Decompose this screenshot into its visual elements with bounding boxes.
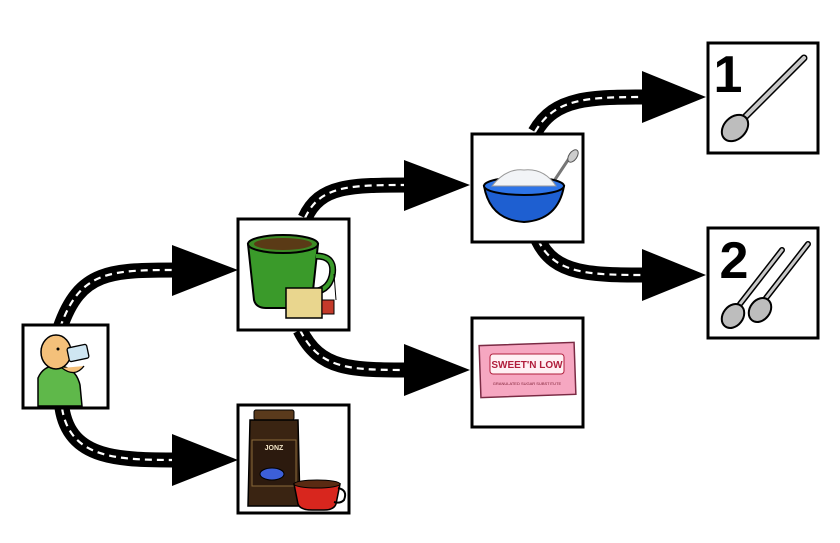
arrowhead [404,344,470,396]
arrowhead [642,71,706,123]
tea-cup-icon [246,234,337,319]
sugar-bowl-icon [482,149,579,224]
two-spoons-icon: 2 [720,232,811,329]
connector-sugar-to-two-spoons [531,236,706,301]
arrowhead [642,249,706,301]
arrowhead [404,160,470,211]
connector-drink-to-coffee [54,406,238,486]
coffee-brand-label: JONZ [265,445,284,452]
node-sugar [470,132,585,244]
connector-drink-to-tea [52,245,238,331]
one-spoon-number: 1 [714,46,743,104]
one-spoon-icon: 1 [714,46,808,143]
node-drink [21,323,110,410]
person-drinking-icon [37,334,90,407]
two-spoons-number: 2 [720,232,749,290]
connector-tea-to-sugar [298,160,470,222]
node-tea [236,217,351,332]
coffee-jar-icon: JONZ [247,409,347,511]
connector-sugar-to-one-spoon [528,71,706,137]
node-two-spoons: 2 [706,226,820,340]
sweetener-subtext-label: GRANULATED SUGAR SUBSTITUTE [493,381,562,386]
node-coffee: JONZ [236,403,351,515]
node-sweetener: SWEET'N LOW GRANULATED SUGAR SUBSTITUTE [470,316,585,429]
sweetener-packet-icon: SWEET'N LOW GRANULATED SUGAR SUBSTITUTE [478,341,577,399]
sweetener-brand-label: SWEET'N LOW [491,360,563,371]
connector-tea-to-sweetener [293,326,470,396]
arrowhead [172,434,238,486]
arrowhead [172,245,238,296]
node-one-spoon: 1 [706,41,820,155]
